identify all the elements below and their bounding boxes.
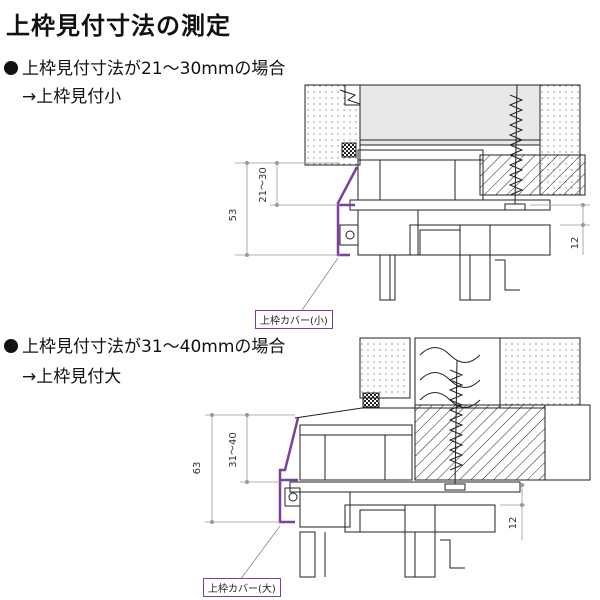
screw-icon xyxy=(444,359,466,491)
dimension-lines-small xyxy=(235,162,590,256)
frame-profile-small xyxy=(339,149,551,301)
bullet-icon xyxy=(4,61,18,75)
section-small-result: →上枠見付小 xyxy=(22,87,122,107)
section-small-heading-text: 上枠見付寸法が21～30mmの場合 xyxy=(22,59,286,79)
dim-offset-large: 12 xyxy=(508,517,519,530)
page-title: 上枠見付寸法の測定 xyxy=(6,12,231,40)
section-large-heading: 上枠見付寸法が31～40mmの場合 xyxy=(4,332,285,357)
top-cover-small xyxy=(336,166,359,257)
bullet-icon xyxy=(4,339,18,353)
section-large-heading-text: 上枠見付寸法が31～40mmの場合 xyxy=(22,337,286,357)
dim-total-large: 63 xyxy=(192,462,203,475)
wall-structure-small xyxy=(304,84,586,196)
callout-leader-large xyxy=(239,525,281,581)
callout-top-cover-small: 上枠カバー(小) xyxy=(255,310,333,329)
section-large-result: →上枠見付大 xyxy=(22,367,122,387)
dim-offset-small: 12 xyxy=(570,237,581,250)
dim-total-small: 53 xyxy=(228,209,239,222)
top-cover-large xyxy=(278,417,300,524)
section-small-heading: 上枠見付寸法が21～30mmの場合 xyxy=(4,54,285,79)
callout-leader-small xyxy=(299,257,339,314)
dim-range-small: 21～30 xyxy=(258,167,269,202)
wall-structure-large xyxy=(359,337,591,481)
dim-range-large: 31～40 xyxy=(228,432,239,467)
frame-profile-large xyxy=(284,407,521,578)
callout-top-cover-large: 上枠カバー(大) xyxy=(203,578,281,597)
screw-icon xyxy=(504,84,526,211)
dimension-lines-large xyxy=(205,414,525,540)
